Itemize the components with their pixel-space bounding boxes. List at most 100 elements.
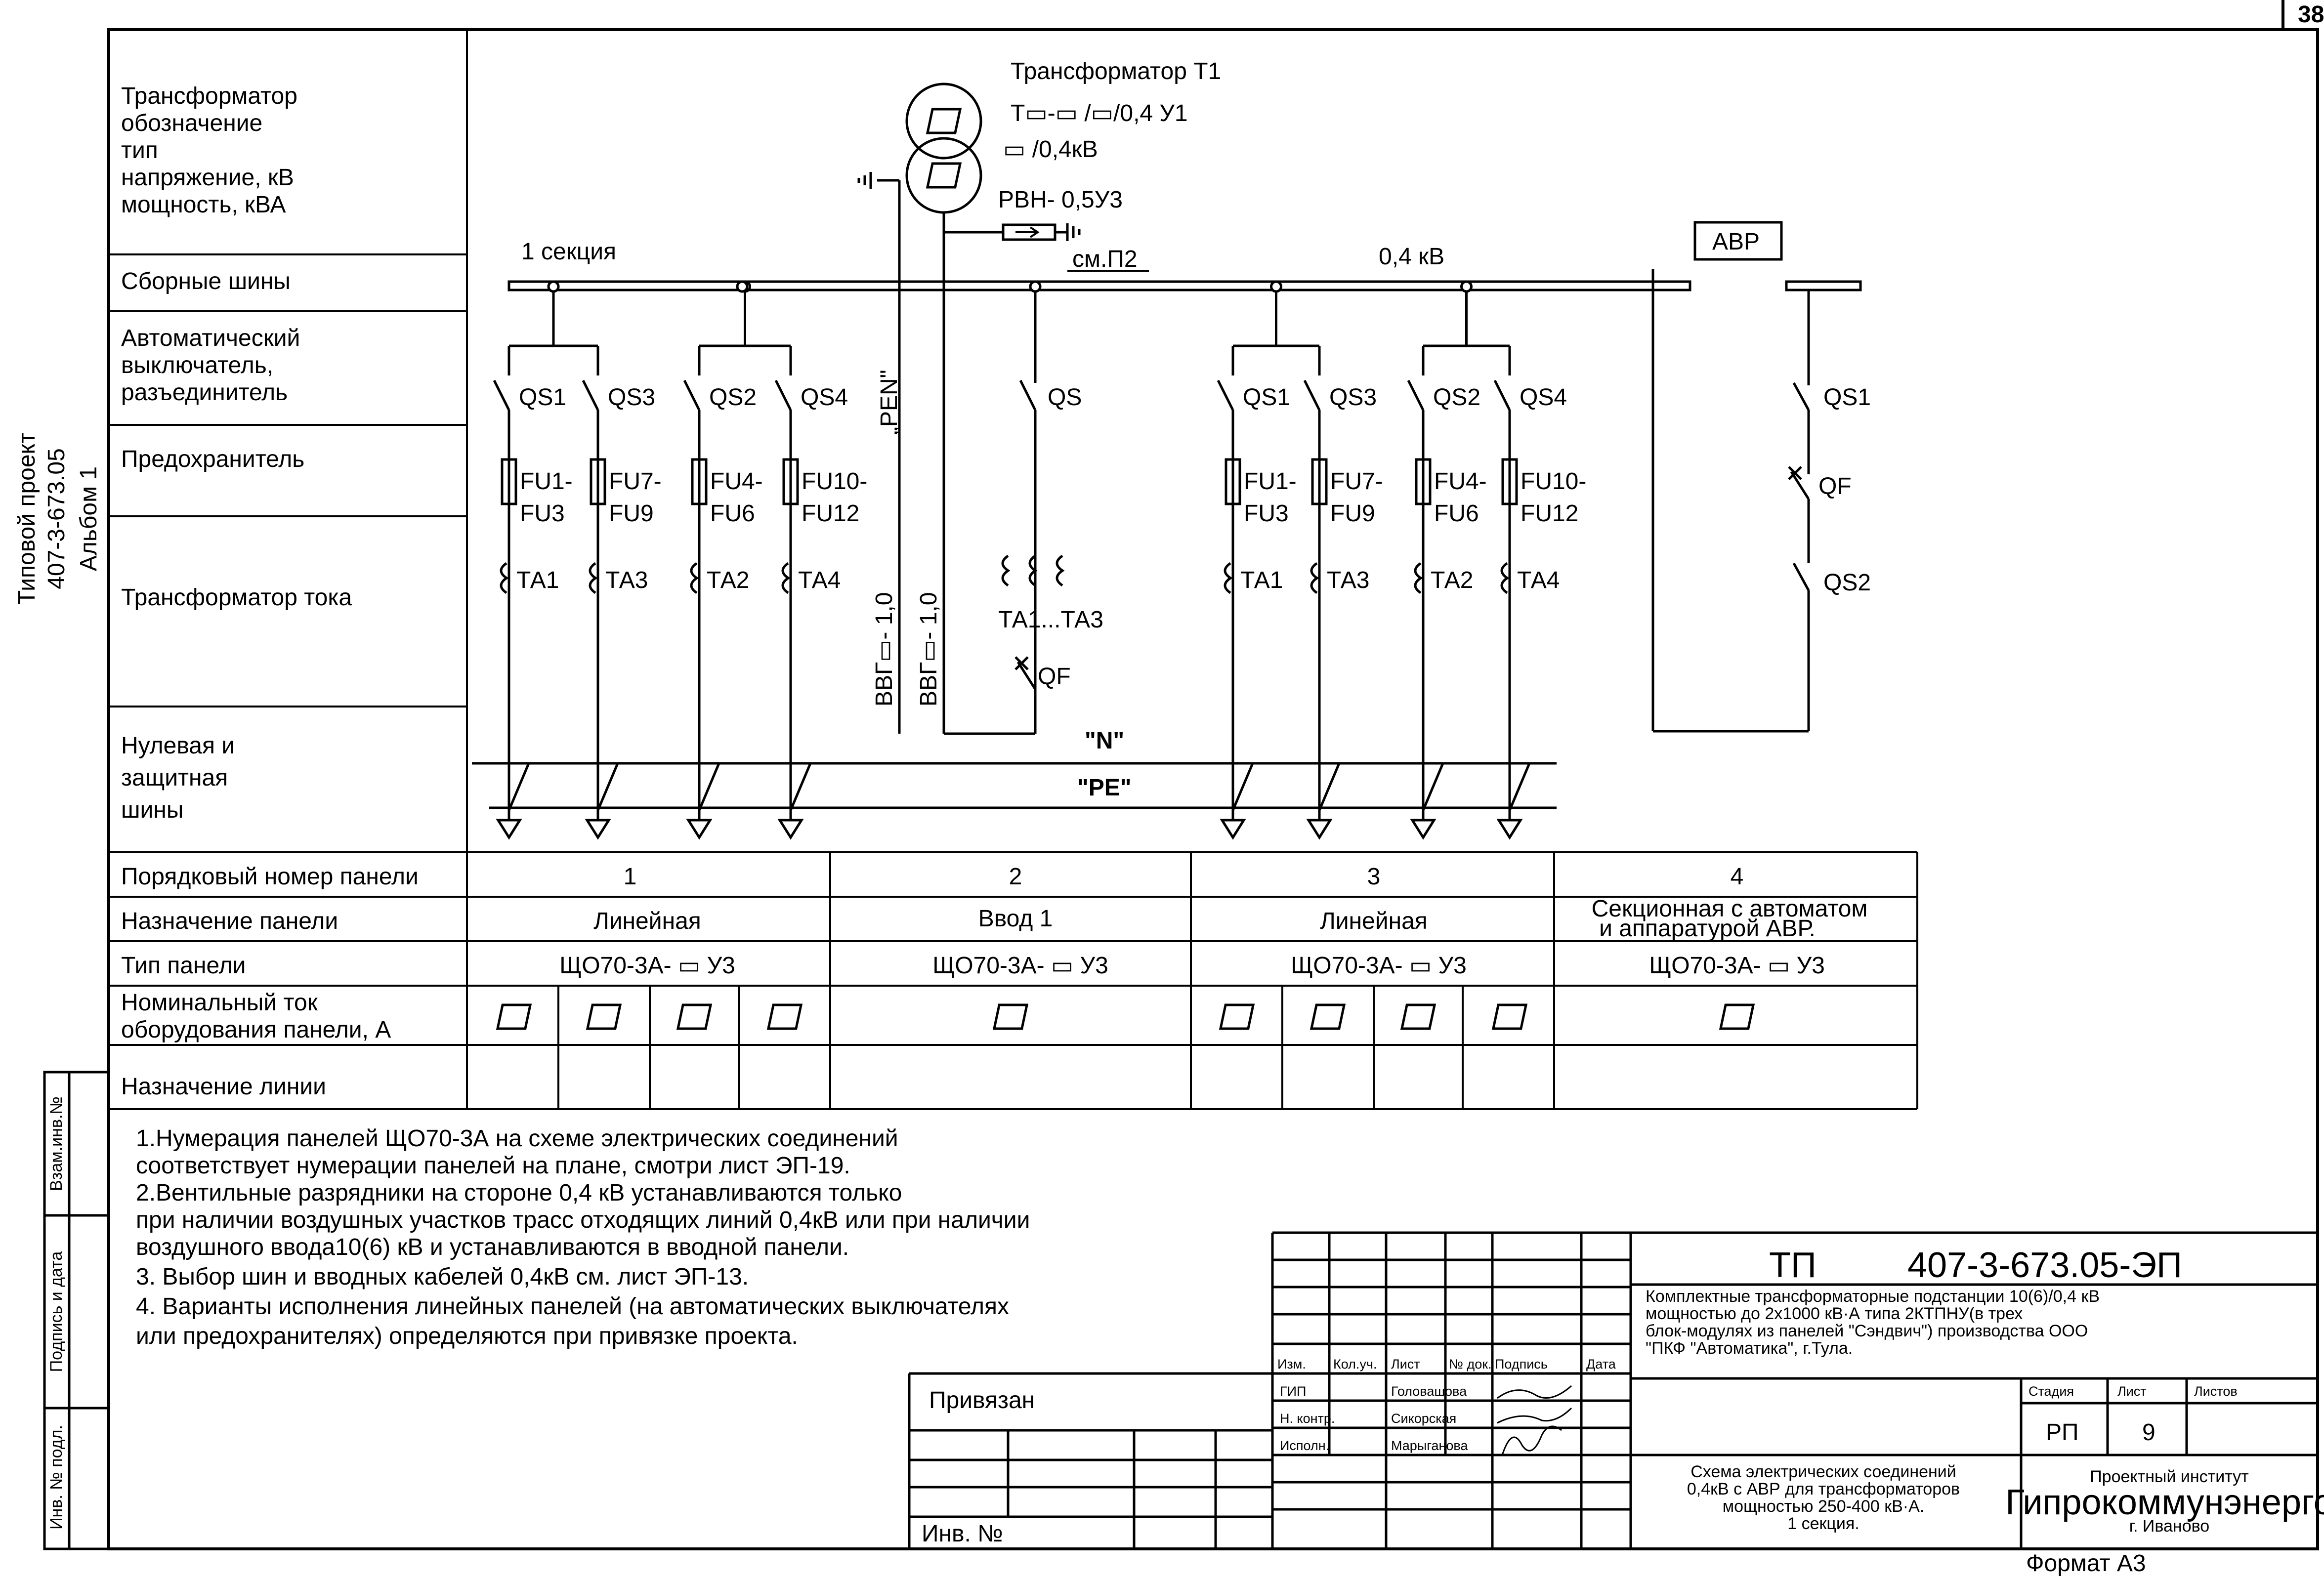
svg-text:мощность, кВА: мощность, кВА	[121, 192, 286, 218]
svg-text:Альбом 1: Альбом 1	[76, 466, 102, 571]
fu-label: FU1-	[1244, 468, 1297, 495]
cable-label-1: ВВГ▭- 1,0	[871, 592, 897, 707]
svg-text:мощностью до 2х1000 кВ·А типа: мощностью до 2х1000 кВ·А типа 2КТПНУ(в т…	[1646, 1304, 2023, 1323]
svg-text:Ввод 1: Ввод 1	[978, 906, 1053, 932]
svg-text:QS2: QS2	[1823, 570, 1871, 596]
qs-label: QS2	[1433, 384, 1480, 411]
svg-text:защитная: защитная	[121, 765, 228, 791]
qs-label: QS1	[1243, 384, 1290, 411]
switch-blade	[582, 379, 599, 411]
svg-text:блок-модулях из панелей "Сэндв: блок-модулях из панелей "Сэндвич") произ…	[1646, 1322, 2088, 1340]
svg-text:тип: тип	[121, 137, 158, 164]
svg-text:Комплектные трансформаторные п: Комплектные трансформаторные подстанции …	[1646, 1287, 2100, 1306]
svg-text:407-3-673.05: 407-3-673.05	[43, 448, 70, 589]
panel-table-labels: Порядковый номер панели Назначение панел…	[121, 864, 419, 1100]
svg-text:№ док.: № док.	[1449, 1357, 1492, 1372]
svg-text:QS: QS	[1048, 384, 1082, 411]
svg-text:Типовой проект: Типовой проект	[14, 433, 40, 605]
svg-text:QF: QF	[1038, 664, 1071, 690]
qs-label: QS4	[801, 384, 848, 411]
n-tie	[698, 763, 720, 811]
svg-text:Нулевая и: Нулевая и	[121, 733, 235, 759]
svg-text:Линейная: Линейная	[593, 908, 701, 934]
voltage-label: 0,4 кВ	[1379, 244, 1444, 270]
ct-symbol	[1500, 562, 1510, 594]
input-panel: QS QF ТА1...ТА3 „PEN" ВВГ▭- 1,0 ВВГ▭- 1,…	[736, 280, 1103, 735]
svg-text:Предохранитель: Предохранитель	[121, 446, 304, 472]
fu-label: FU1-	[520, 468, 573, 495]
n-tie	[596, 763, 619, 811]
svg-text:при наличии воздушных участков: при наличии воздушных участков трасс отх…	[136, 1207, 1030, 1233]
transformer-type: Т▭-▭ /▭/0,4 У1	[1011, 100, 1188, 126]
qs-label: QS1	[519, 384, 566, 411]
svg-text:Порядковый номер панели: Порядковый номер панели	[121, 864, 419, 890]
sheet-frame	[107, 0, 2319, 1550]
n-tie	[1422, 763, 1444, 811]
org-name: Гипрокоммунэнерго	[2005, 1483, 2324, 1522]
svg-text:Листов: Листов	[2194, 1384, 2238, 1399]
fuse-symbol	[590, 458, 606, 505]
title-block-grid	[908, 1231, 2318, 1549]
svg-text:"ПКФ "Автоматика", г.Тула.: "ПКФ "Автоматика", г.Тула.	[1646, 1339, 1853, 1358]
ground-triangle	[1496, 819, 1523, 840]
switch-blade	[774, 379, 792, 411]
svg-text:Изм.: Изм.	[1277, 1357, 1306, 1372]
row-label-grid	[109, 30, 468, 852]
ground-triangle	[1220, 819, 1246, 840]
svg-text:соответствует нумерации панеле: соответствует нумерации панелей на плане…	[136, 1153, 850, 1179]
ct-symbol	[1414, 562, 1423, 594]
svg-text:ТА1...ТА3: ТА1...ТА3	[998, 607, 1103, 633]
ground-triangles	[496, 763, 1531, 840]
ta-label: ТА4	[1517, 567, 1560, 593]
svg-text:шины: шины	[121, 797, 183, 823]
inv-no-label: Инв. №	[922, 1521, 1003, 1547]
bus-tap	[1460, 280, 1473, 293]
n-pe-buses	[472, 762, 1557, 809]
ta-label: ТА1	[1240, 567, 1283, 593]
svg-text:Тип панели: Тип панели	[121, 953, 246, 979]
svg-text:Подпись и дата: Подпись и дата	[47, 1251, 66, 1373]
svg-text:1: 1	[624, 864, 637, 890]
ct-symbol	[1310, 562, 1319, 594]
fu-label: FU9	[1330, 500, 1375, 527]
current-placeholders	[498, 1005, 1753, 1029]
svg-text:Исполн.: Исполн.	[1280, 1438, 1329, 1453]
ct-symbol	[781, 562, 791, 594]
svg-text:воздушного ввода10(6) кВ и уст: воздушного ввода10(6) кВ и устанавливают…	[136, 1234, 849, 1260]
svg-text:Трансформатор тока: Трансформатор тока	[121, 584, 352, 611]
svg-text:или предохранителях) определяю: или предохранителях) определяются при пр…	[136, 1323, 798, 1349]
svg-text:Марыганова: Марыганова	[1391, 1438, 1468, 1453]
svg-text:мощностью 250-400 кВ·А.: мощностью 250-400 кВ·А.	[1723, 1497, 1924, 1516]
qs-label: QS4	[1520, 384, 1567, 411]
svg-text:Стадия: Стадия	[2028, 1384, 2074, 1399]
svg-text:4. Варианты исполнения линейны: 4. Варианты исполнения линейных панелей …	[136, 1293, 1009, 1320]
fu-label: FU12	[1521, 500, 1578, 527]
svg-text:Автоматический: Автоматический	[121, 325, 300, 351]
n-tie	[507, 763, 530, 811]
svg-text:Н. контр.: Н. контр.	[1280, 1411, 1335, 1426]
svg-text:3. Выбор шин и вводных кабелей: 3. Выбор шин и вводных кабелей 0,4кВ см.…	[136, 1264, 749, 1290]
svg-text:Секционная с автоматом: Секционная с автоматом	[1592, 896, 1868, 922]
fu-label: FU4-	[1434, 468, 1487, 495]
svg-text:Головашова: Головашова	[1391, 1384, 1467, 1399]
ta-label: ТА3	[605, 567, 648, 593]
side-stamp: Типовой проект 407-3-673.05 Альбом 1 Инв…	[14, 433, 110, 1550]
pe-bus-label: "PE"	[1077, 775, 1132, 801]
svg-text:Сикорская: Сикорская	[1391, 1411, 1456, 1426]
transformer-voltage: ▭ /0,4кВ	[1003, 136, 1098, 163]
svg-text:ЩО70-3А- ▭ У3: ЩО70-3А- ▭ У3	[1649, 953, 1825, 979]
svg-text:г. Иваново: г. Иваново	[2129, 1517, 2209, 1536]
row-labels: Трансформатор обозначение тип напряжение…	[121, 83, 352, 823]
svg-text:Линейная: Линейная	[1320, 908, 1428, 934]
svg-text:ЩО70-3А- ▭ У3: ЩО70-3А- ▭ У3	[932, 953, 1108, 979]
svg-text:Подпись: Подпись	[1495, 1357, 1548, 1372]
qs-label: QS3	[1329, 384, 1377, 411]
cable-label-2: ВВГ▭- 1,0	[916, 592, 942, 707]
fu-label: FU7-	[1330, 468, 1383, 495]
bus-tap	[1270, 280, 1282, 293]
ground-triangle	[585, 819, 611, 840]
svg-text:ЩО70-3А- ▭ У3: ЩО70-3А- ▭ У3	[559, 953, 735, 979]
fuse-symbol	[1311, 458, 1328, 505]
notes: 1.Нумерация панелей ЩО70-3А на схеме эле…	[136, 1125, 1030, 1349]
switch-blade	[683, 379, 701, 411]
